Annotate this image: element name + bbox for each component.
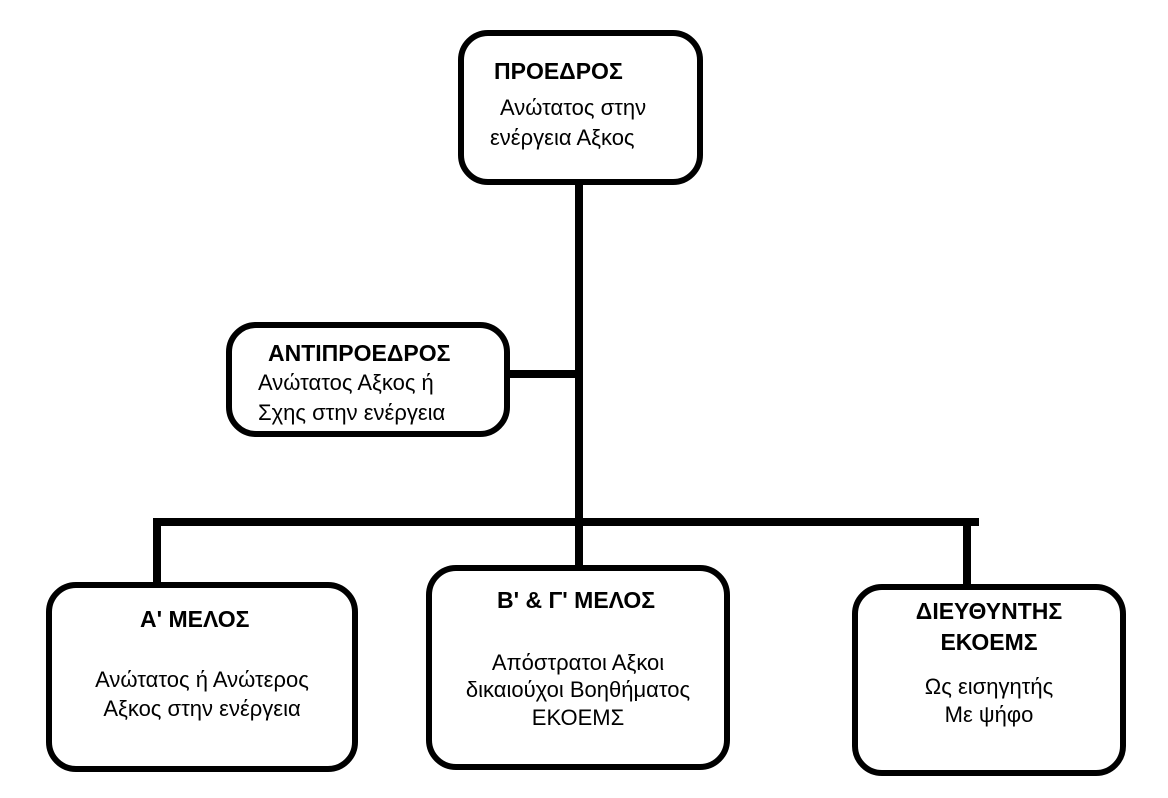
member-bc-line-1: Απόστρατοι Αξκοι [491,650,665,675]
director-line-1: Ως εισηγητής [924,674,1054,699]
member-a-line-1: Ανώτατος ή Ανώτερος [95,667,309,692]
vice-president-box: ΑΝΤΙΠΡΟΕΔΡΟΣ Ανώτατος Αξκος ή Σχης στην … [226,322,510,437]
member-bc-line-3: ΕΚΟΕΜΣ [531,705,625,730]
member-a-line-2: Αξκος στην ενέργεια [103,696,301,721]
vice-president-title: ΑΝΤΙΠΡΟΕΔΡΟΣ [268,340,451,366]
vice-president-line-1: Ανώτατος Αξκος ή [258,370,434,395]
vice-president-line-2: Σχης στην ενέργεια [258,400,446,425]
member-bc-title: Β' & Γ' ΜΕΛΟΣ [497,587,656,613]
director-line-2: Με ψήφο [944,702,1034,727]
connector-member-a [153,518,161,588]
director-box: ΔΙΕΥΘΥΝΤΗΣ ΕΚΟΕΜΣ Ως εισηγητής Με ψήφο [852,584,1126,776]
director-title-line-1: ΔΙΕΥΘΥΝΤΗΣ [915,598,1063,624]
member-a-title: Α' ΜΕΛΟΣ [140,606,250,632]
member-bc-box: Β' & Γ' ΜΕΛΟΣ Απόστρατοι Αξκοι δικαιούχο… [426,565,730,770]
president-line-1: Ανώτατος στην [500,95,647,120]
member-bc-line-2: δικαιούχοι Βοηθήματος [465,677,691,702]
connector-director [963,518,971,594]
president-title: ΠΡΟΕΔΡΟΣ [494,58,623,84]
director-title-line-2: ΕΚΟΕΜΣ [940,629,1038,655]
connector-horizontal-bar [153,518,979,526]
connector-vice-president [504,370,582,378]
president-box: ΠΡΟΕΔΡΟΣ Ανώτατος στην ενέργεια Αξκος [458,30,703,185]
president-line-2: ενέργεια Αξκος [490,125,635,150]
member-a-box: Α' ΜΕΛΟΣ Ανώτατος ή Ανώτερος Αξκος στην … [46,582,358,772]
